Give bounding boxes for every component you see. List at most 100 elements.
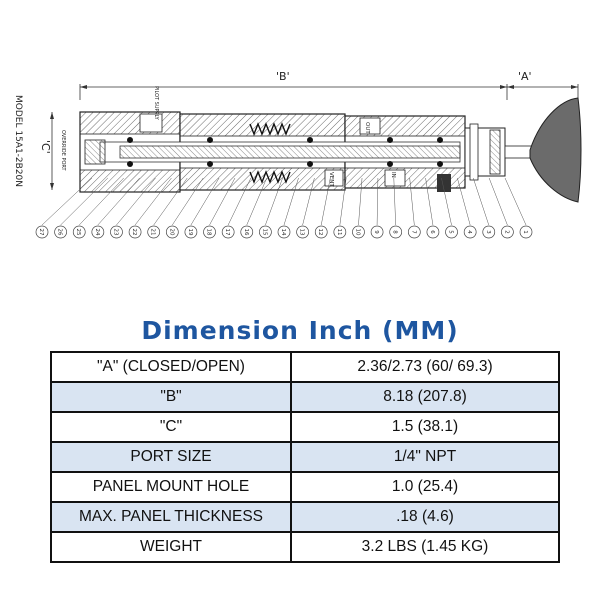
callout-bubble [240,225,254,239]
callout-bubble [352,225,365,239]
row-label: "B" [50,381,292,413]
row-label: WEIGHT [50,531,292,563]
table-row: WEIGHT 3.2 LBS (1.45 KG) [50,531,560,563]
callout-leader [172,177,204,226]
callout-bubble [184,225,198,239]
callout-leader [283,177,299,226]
callout-number: 3 [485,230,491,234]
callout-number: 6 [429,230,435,234]
callout-number: 9 [373,230,379,234]
table-row: "C" 1.5 (38.1) [50,411,560,443]
callout-number: 22 [131,229,137,236]
callout-bubble [110,225,123,239]
callout-leader [302,177,315,226]
dimension-table: "A" (CLOSED/OPEN) 2.36/2.73 (60/ 69.3) "… [50,351,560,563]
pilot-supply-label: PILOT SUPPLY [153,86,159,121]
callout-bubble [519,225,533,239]
row-label: PORT SIZE [50,441,292,473]
callout-number: 8 [392,230,398,234]
callout-leader [409,177,415,226]
callout-leader [246,177,267,226]
dimension-b: 'B' [79,70,508,100]
callout-leader [116,177,156,226]
callout-number: 15 [261,229,267,236]
callout-number: 17 [224,229,230,236]
callout-number: 14 [280,229,286,236]
callout-number: 11 [336,229,342,236]
callout-bubble [35,225,49,239]
callout-leader [209,177,236,226]
callout-number: 23 [112,229,118,236]
callout-leader [339,177,347,226]
valve-body [79,97,582,203]
callout-number: 10 [354,229,360,236]
row-value: 1.0 (25.4) [290,471,560,503]
callout-leader [457,177,471,226]
callout-number: 26 [57,229,63,236]
callout-number: 24 [94,229,100,236]
callout-number: 18 [206,229,212,236]
callout-number: 1 [522,230,528,234]
callout-leader [358,177,363,226]
callout-bubble [91,225,105,239]
callout-bubble [72,225,86,239]
dimension-c-label: 'C' [39,140,52,154]
callout-bubble [296,225,309,239]
callout-number: 21 [150,229,156,236]
callout-leader [190,177,220,226]
callout-leader [97,177,140,226]
row-value: 1/4" NPT [290,441,560,473]
callout-leader [425,177,434,226]
callout-leader [393,177,396,226]
model-label: MODEL 15A1-2B20N [13,95,23,187]
callout-leader [41,177,93,226]
callout-number: 12 [317,229,323,236]
table-title: Dimension Inch (MM) [141,316,459,345]
callout-bubble [128,225,142,239]
callout-number: 16 [243,229,249,236]
row-label: "C" [50,411,292,443]
dimension-b-label: 'B' [276,70,290,83]
callout-leader [376,177,379,226]
table-row: "B" 8.18 (207.8) [50,381,560,413]
valve-cross-section-drawing: MODEL 15A1-2B20N 'B' 'A' 'C' [13,70,582,239]
table-row: "A" (CLOSED/OPEN) 2.36/2.73 (60/ 69.3) [50,351,560,383]
callout-bubble [333,225,347,239]
row-value: 1.5 (38.1) [290,411,560,443]
callout-bubble [314,225,328,239]
callout-number: 5 [448,230,454,234]
callout-bubble [426,225,440,239]
callout-leader [472,177,490,226]
row-label: "A" (CLOSED/OPEN) [50,351,292,383]
table-row: PANEL MOUNT HOLE 1.0 (25.4) [50,471,560,503]
callout-number: 13 [299,229,305,236]
callout-bubble [147,225,161,239]
dimension-c: 'C' [39,112,54,190]
callout-bubble [221,225,235,239]
callout-bubble [259,225,272,239]
callout-bubble [370,225,384,239]
callout-number: 2 [503,230,509,234]
callout-bubble [165,225,179,239]
callout-number: 19 [187,229,193,236]
callout-number: 25 [75,229,81,236]
table-row: PORT SIZE 1/4" NPT [50,441,560,473]
callout-leader [153,177,188,226]
row-value: .18 (4.6) [290,501,560,533]
dimension-a: 'A' [507,70,579,100]
callout-bubble [463,225,477,239]
row-value: 2.36/2.73 (60/ 69.3) [290,351,560,383]
row-label: MAX. PANEL THICKNESS [50,501,292,533]
callout-number: 27 [38,229,44,236]
callout-leader [79,177,124,226]
callout-leader [265,177,283,226]
callout-number: 7 [410,230,416,234]
callout-leader [488,177,508,226]
dimension-a-label: 'A' [518,70,532,83]
out-port-label: OUT [364,122,370,134]
callout-bubble [277,225,291,239]
callout-bubble [389,225,403,239]
callout-bubble [501,225,514,239]
callout-leader [227,177,252,226]
